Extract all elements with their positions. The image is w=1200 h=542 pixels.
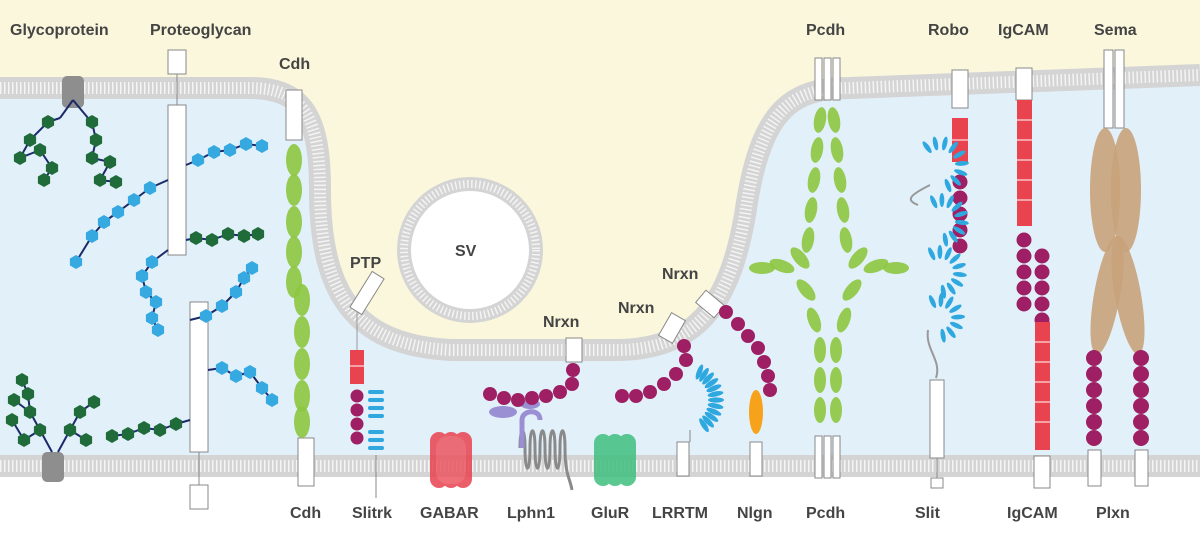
nrxn-right-label: Nrxn — [662, 266, 699, 283]
neurexin-lrrtm — [615, 312, 724, 477]
glycoprotein-label: Glycoprotein — [10, 22, 109, 39]
igcam — [1015, 67, 1051, 489]
cdh-bottom-label: Cdh — [290, 505, 322, 522]
ptp-label: PTP — [350, 255, 382, 272]
cadherin — [285, 89, 315, 487]
ptp-slitrk — [349, 270, 385, 498]
synaptic-vesicle — [397, 177, 543, 323]
igcam-bottom-label: IgCAM — [1007, 505, 1058, 522]
glur-receptor — [594, 434, 636, 486]
glycoprotein-bottom — [5, 373, 101, 482]
cdh-top-label: Cdh — [279, 56, 311, 73]
igcam-top-label: IgCAM — [998, 22, 1049, 39]
proteoglycan-postsynaptic — [189, 301, 209, 510]
proteoglycan-label: Proteoglycan — [150, 22, 252, 39]
sv-label: SV — [455, 243, 477, 260]
pcdh-top-label: Pcdh — [806, 22, 846, 39]
nrxn-left-label: Nrxn — [618, 300, 655, 317]
plxn-label: Plxn — [1096, 505, 1130, 522]
nlgn-label: Nlgn — [737, 505, 773, 522]
lrrtm-label: LRRTM — [652, 505, 708, 522]
lphn1-label: Lphn1 — [507, 505, 555, 522]
pcdh-bottom-label: Pcdh — [806, 505, 846, 522]
neurexin-neuroligin — [694, 289, 777, 477]
protocadherin — [749, 57, 909, 479]
gabar-receptor — [430, 432, 472, 488]
glycoprotein-top — [13, 76, 123, 189]
robo-label: Robo — [928, 22, 969, 39]
neurexin-center — [483, 337, 583, 407]
robo-slit — [909, 69, 969, 489]
gabar-label: GABAR — [420, 505, 479, 522]
slitrk-label: Slitrk — [352, 505, 393, 522]
sema-label: Sema — [1094, 22, 1137, 39]
proteoglycan-presynaptic — [167, 49, 187, 256]
nrxn-center-label: Nrxn — [543, 314, 580, 331]
slit-label: Slit — [915, 505, 940, 522]
sema-plexin — [1086, 49, 1149, 487]
glur-label: GluR — [591, 505, 630, 522]
